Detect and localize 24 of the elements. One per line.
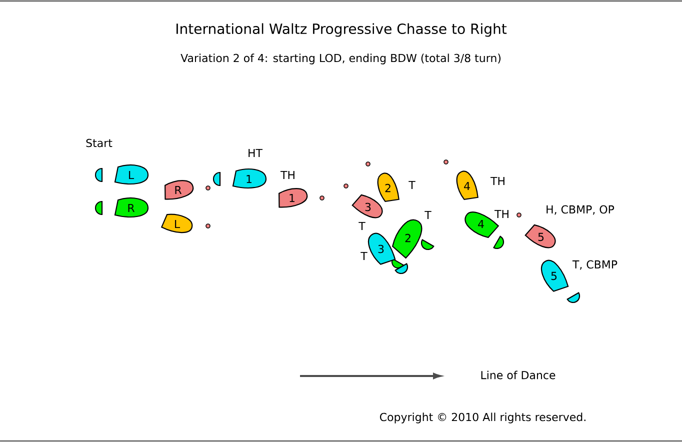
step-label: T <box>358 222 366 230</box>
step-label: T <box>408 181 416 189</box>
footprint: 2 <box>377 172 400 202</box>
footprint: L <box>161 214 193 234</box>
footprint: 4 <box>456 170 478 200</box>
subtitle: Variation 2 of 4: starting LOD, ending BDW (total 3/8 turn) <box>180 54 501 64</box>
footprint: R <box>164 180 194 200</box>
footprint: R <box>94 198 149 218</box>
step-label: T <box>360 252 368 260</box>
step-label: HT <box>248 149 263 157</box>
footprint: 3 <box>352 194 383 218</box>
step-label: TH <box>280 171 294 179</box>
footprint: 1 <box>278 188 308 208</box>
step-label: T <box>424 211 432 219</box>
step-label: Start <box>86 138 112 148</box>
step-label: H, CBMP, OP <box>546 205 614 215</box>
copyright-note: Copyright © 2010 All rights reserved. <box>380 412 586 424</box>
footprint: 2 <box>392 219 434 258</box>
footprint: 5 <box>524 224 556 248</box>
step-label: TH <box>490 177 504 185</box>
footprint: 1 <box>212 168 267 188</box>
footprint: L <box>94 164 149 184</box>
title: International Waltz Progressive Chasse to Right <box>176 23 507 37</box>
direction-label: Line of Dance <box>481 370 556 380</box>
